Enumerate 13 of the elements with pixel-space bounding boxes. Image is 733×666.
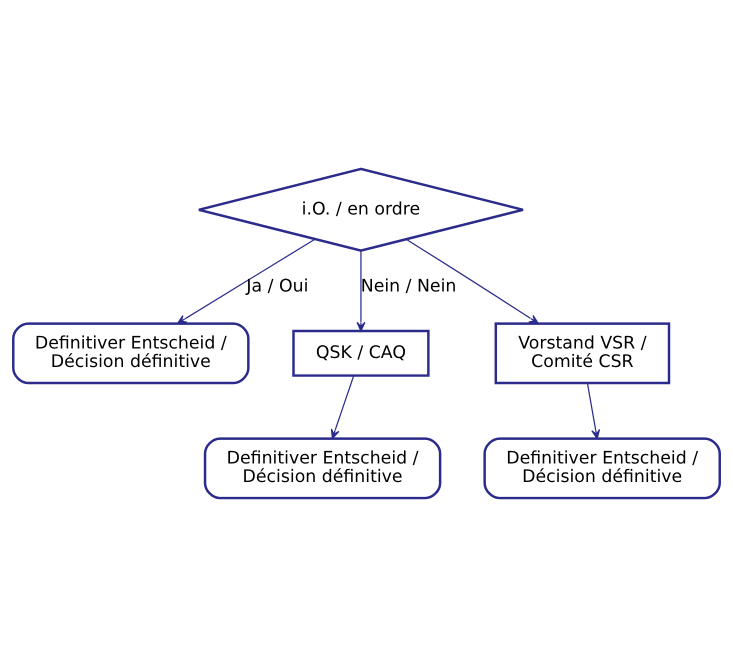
edge-label: Nein / Nein [360, 276, 456, 296]
node-box: Vorstand VSR / Comité CSR [494, 322, 670, 384]
edge-label: Ja / Oui [246, 276, 308, 296]
node-box: Definitiver Entscheid / Décision définitive [12, 322, 250, 384]
node-box: Definitiver Entscheid / Décision définitive [483, 436, 721, 499]
node-box: Definitiver Entscheid / Décision définitive [204, 436, 442, 499]
arrow [586, 382, 600, 439]
arrow [406, 238, 539, 324]
node-diamond: i.O. / en ordre [198, 167, 524, 252]
arrow [330, 375, 354, 438]
arrow [356, 250, 366, 332]
node-box: QSK / CAQ [292, 329, 430, 376]
arrow [176, 238, 316, 324]
